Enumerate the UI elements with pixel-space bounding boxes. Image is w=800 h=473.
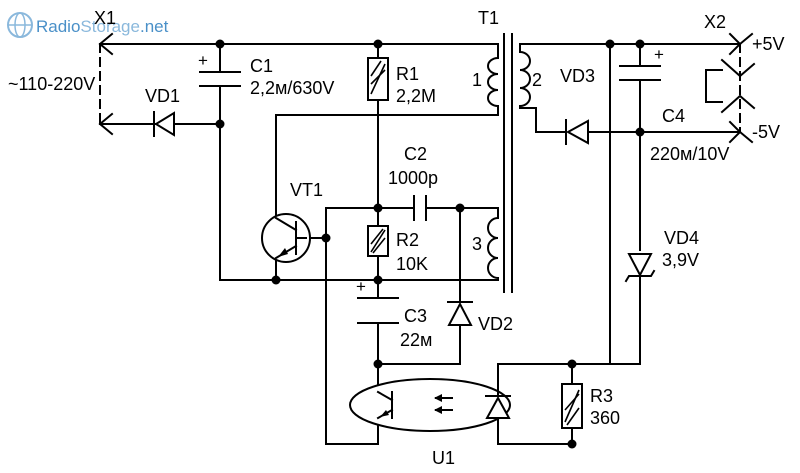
capacitor-c1: +	[198, 51, 241, 87]
optocoupler-u1	[349, 378, 511, 432]
vd3-label: VD3	[560, 66, 595, 86]
c4-name-label: C4	[662, 106, 685, 126]
c1-value-label: 2,2м/630V	[250, 78, 334, 98]
x2-label: X2	[704, 12, 726, 32]
resistor-r1	[367, 57, 389, 101]
plus5v-label: +5V	[752, 34, 785, 54]
r2-value-label: 10K	[396, 254, 428, 274]
winding-3-label: 3	[472, 234, 482, 254]
t1-winding-2	[519, 43, 531, 109]
r3-value-label: 360	[590, 408, 620, 428]
resistor-r2	[367, 225, 389, 257]
t1-label: T1	[478, 8, 499, 28]
r3-name-label: R3	[590, 386, 613, 406]
resistor-r3	[561, 383, 583, 429]
capacitor-c3: +	[356, 277, 399, 324]
capacitor-c2	[413, 195, 427, 221]
c3-polarity: +	[356, 277, 366, 296]
c1-name-label: C1	[250, 56, 273, 76]
c1-polarity: +	[198, 51, 208, 70]
c3-name-label: C3	[404, 306, 427, 326]
labels: X1 ~110-220V VD1 C1 2,2м/630V R1 2,2М T1…	[8, 8, 785, 468]
watermark-part-b: Storage	[80, 17, 140, 36]
winding-1-label: 1	[472, 70, 482, 90]
vd4-name-label: VD4	[664, 228, 699, 248]
wires	[99, 33, 741, 445]
vd4-value-label: 3,9V	[662, 250, 699, 270]
x2-arrow-bottom-icon	[728, 120, 754, 144]
winding-2-label: 2	[532, 70, 542, 90]
watermark-part-a: Radio	[36, 17, 80, 36]
x1-label: X1	[94, 8, 116, 28]
x1-arrow-bottom-icon	[98, 112, 114, 136]
watermark-logo: RadioStorage.net	[7, 12, 169, 38]
minus5v-label: -5V	[752, 122, 780, 142]
globe-icon	[7, 12, 33, 38]
t1-winding-3	[487, 207, 499, 281]
r1-name-label: R1	[396, 64, 419, 84]
watermark-part-c: .net	[140, 17, 169, 36]
c2-value-label: 1000р	[388, 168, 438, 188]
t1-winding-1	[487, 43, 499, 116]
diode-vd3	[565, 119, 589, 145]
x1-arrow-top-icon	[98, 32, 114, 56]
capacitor-c4: +	[619, 45, 664, 81]
u1-label: U1	[432, 448, 455, 468]
input-voltage-label: ~110-220V	[8, 74, 95, 94]
c3-value-label: 22м	[400, 330, 432, 350]
vt1-label: VT1	[290, 180, 323, 200]
transistor-vt1	[261, 213, 311, 263]
x2-arrow-mid-icon	[720, 58, 756, 114]
junction-dots	[215, 39, 645, 449]
c2-name-label: C2	[404, 144, 427, 164]
x2-arrow-top-icon	[728, 32, 754, 56]
vd1-label: VD1	[145, 86, 180, 106]
r2-name-label: R2	[396, 230, 419, 250]
c4-polarity: +	[654, 45, 664, 64]
vd2-label: VD2	[478, 314, 513, 334]
c4-value-label: 220м/10V	[650, 144, 729, 164]
zener-vd4	[624, 253, 656, 283]
r1-value-label: 2,2М	[396, 86, 436, 106]
diode-vd2	[447, 301, 473, 326]
svg-text:RadioStorage.net: RadioStorage.net	[36, 17, 169, 36]
diode-vd1	[153, 111, 175, 137]
